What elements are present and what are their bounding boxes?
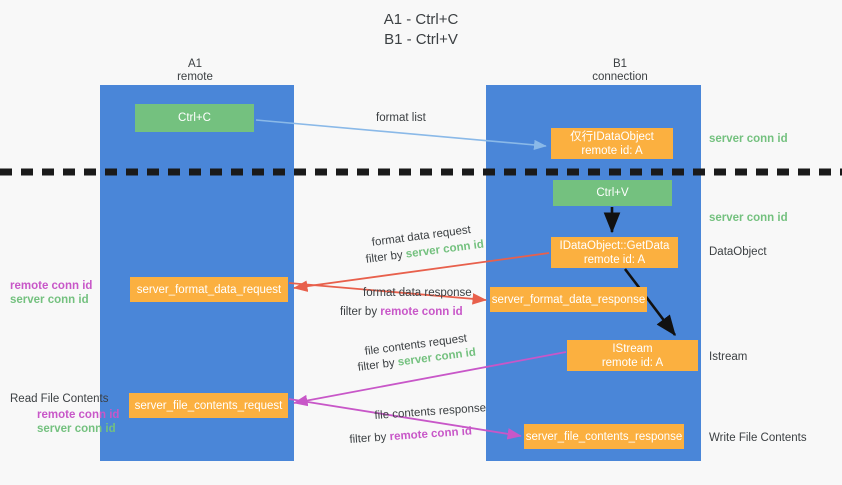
connector-format-data-response (288, 282, 487, 305)
node-server-format-data-response[interactable]: server_format_data_response (490, 287, 647, 312)
node-ctrl-c-label: Ctrl+C (178, 112, 211, 124)
node-server-file-contents-request[interactable]: server_file_contents_request (129, 393, 288, 418)
annotation-server-conn-id: server conn id (37, 423, 116, 435)
node-idataobject-getdata[interactable]: IDataObject::GetData remote id: A (551, 237, 678, 268)
node-istream[interactable]: IStream remote id: A (567, 340, 698, 371)
annotation-write-file-contents: Write File Contents (709, 432, 807, 444)
filter-target-remote-conn-id: remote conn id (380, 306, 463, 318)
lane-b1-name: B1 (612, 58, 628, 70)
edge-label-format-data-response: format data response (363, 286, 472, 301)
connector-file-contents-response (288, 398, 522, 440)
node-getdata-line1: IDataObject::GetData (559, 239, 670, 252)
node-istream-line1: IStream (612, 342, 653, 355)
node-server-format-data-request[interactable]: server_format_data_request (130, 277, 288, 302)
node-server-file-contents-request-label: server_file_contents_request (134, 399, 283, 412)
node-server-format-data-response-label: server_format_data_response (491, 293, 646, 306)
node-istream-line2: remote id: A (601, 356, 664, 369)
filter-prefix: filter by (357, 356, 399, 374)
annotation-server-conn-id: server conn id (10, 294, 89, 306)
node-ctrl-v-label: Ctrl+V (596, 187, 629, 199)
lane-b1-role: connection (592, 71, 648, 83)
filter-prefix: filter by (340, 306, 381, 318)
node-server-file-contents-response[interactable]: server_file_contents_response (524, 424, 684, 449)
edge-label-format-list: format list (376, 111, 426, 126)
lane-a1-role: remote (177, 71, 213, 83)
page-title: A1 - Ctrl+C B1 - Ctrl+V (0, 10, 842, 50)
node-idataobject-line2: remote id: A (581, 144, 643, 157)
edge-filter-format-data-response: filter by remote conn id (340, 305, 463, 320)
node-idataobject[interactable]: 仅行IDataObject remote id: A (551, 128, 673, 159)
annotation-conn-ids-middle: remote conn id server conn id (10, 279, 92, 307)
title-line-2: B1 - Ctrl+V (384, 31, 458, 48)
connector-file-contents-request (293, 351, 567, 407)
connector-format-data-request (293, 252, 550, 292)
annotation-istream: Istream (709, 351, 748, 363)
annotation-dataobject: DataObject (709, 246, 767, 258)
node-server-file-contents-response-label: server_file_contents_response (525, 430, 683, 443)
annotation-read-file-contents: Read File Contents (10, 393, 109, 405)
edge-format-list-text: format list (376, 112, 426, 124)
node-ctrl-c[interactable]: Ctrl+C (135, 104, 254, 132)
annotation-server-conn-id-middle: server conn id (709, 212, 788, 224)
title-line-1: A1 - Ctrl+C (383, 11, 459, 28)
node-ctrl-v[interactable]: Ctrl+V (553, 180, 672, 206)
node-getdata-line2: remote id: A (583, 253, 646, 266)
node-server-format-data-request-label: server_format_data_request (136, 283, 282, 296)
annotation-remote-conn-id: remote conn id (37, 409, 120, 421)
filter-prefix: filter by (349, 431, 391, 446)
connector-getdata-istream (623, 268, 677, 337)
connector-format-list (255, 119, 547, 151)
annotation-remote-conn-id: remote conn id (10, 280, 93, 292)
lane-header-b1: B1 connection (520, 58, 720, 84)
edge-format-data-response-text: format data response (363, 287, 472, 299)
lane-a1-name: A1 (187, 58, 203, 70)
filter-prefix: filter by (365, 248, 407, 266)
annotation-conn-ids-bottom: remote conn id server conn id (37, 408, 119, 436)
annotation-server-conn-id-top: server conn id (709, 133, 788, 145)
lane-header-a1: A1 remote (110, 58, 280, 84)
node-idataobject-line1: 仅行IDataObject (570, 130, 654, 143)
